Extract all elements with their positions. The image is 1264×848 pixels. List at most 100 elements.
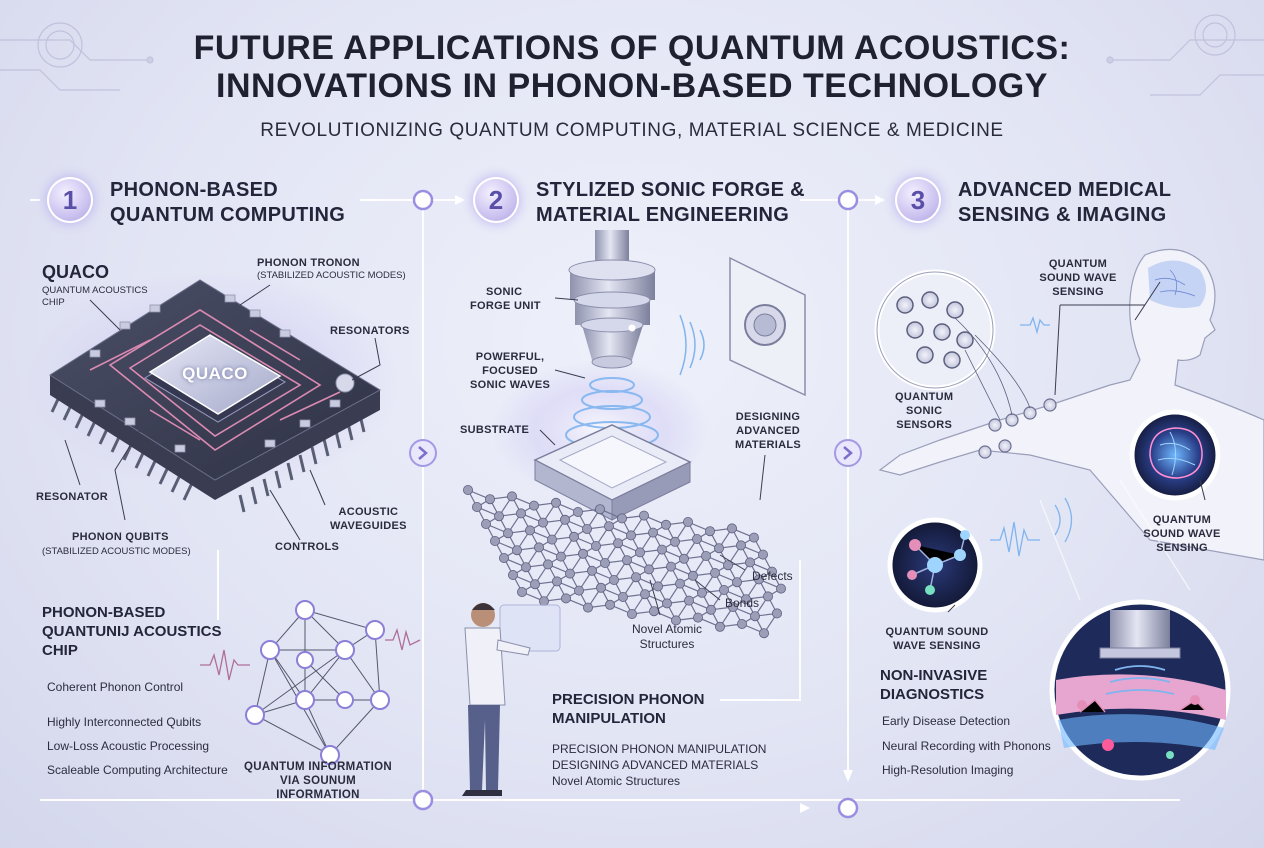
- lattice-atom: [683, 517, 694, 528]
- lattice-atom: [582, 524, 593, 535]
- lattice-atom: [648, 527, 659, 538]
- lattice-atom: [591, 541, 602, 552]
- lattice-atom: [600, 558, 611, 569]
- quaco-sub-line2: CHIP: [42, 297, 65, 308]
- lattice-atom: [596, 582, 607, 593]
- lattice-atom: [493, 511, 504, 522]
- lattice-atom: [539, 596, 550, 607]
- lattice-atom: [498, 553, 509, 564]
- label-acoustic-waveguides: ACOUSTIC WAVEGUIDES: [330, 505, 407, 533]
- lattice-atom: [754, 574, 765, 585]
- lattice-atom: [626, 530, 637, 541]
- flow-nodes: [409, 189, 885, 819]
- lattice-atom: [763, 591, 774, 602]
- lattice-atom: [697, 587, 708, 598]
- label-phonon-qubits-sub: (STABILIZED ACOUSTIC MODES): [42, 546, 191, 557]
- lattice-atom: [525, 525, 536, 536]
- section-1-subheading: PHONON-BASED QUANTUNIJ ACOUSTICS CHIP: [42, 603, 221, 660]
- lattice-atom: [675, 578, 686, 589]
- lattice-atom: [736, 540, 747, 551]
- lattice-atom: [574, 585, 585, 596]
- lattice-atom: [661, 519, 672, 530]
- label-powerful-waves: POWERFUL, FOCUSED SONIC WAVES: [470, 350, 550, 392]
- lattice-atom: [512, 545, 523, 556]
- lattice-atom: [552, 576, 563, 587]
- label-qsws-top-line2: SOUND WAVE: [1039, 272, 1117, 284]
- lattice-atom: [657, 544, 668, 555]
- lattice-atom: [538, 517, 549, 528]
- lattice-atom: [573, 506, 584, 517]
- lattice-atom: [640, 589, 651, 600]
- section-3-bullet: Early Disease Detection: [882, 714, 1011, 728]
- lattice-atom: [595, 504, 606, 515]
- label-bonds: Bonds: [725, 596, 760, 610]
- lattice-atom: [653, 581, 664, 592]
- label-quantum-sonic-sensors: QUANTUM SONIC SENSORS: [895, 390, 953, 432]
- lattice-atom: [605, 599, 616, 610]
- lattice-atom: [679, 553, 690, 564]
- sonic-forge-illustration: [490, 230, 806, 521]
- lattice-atom: [723, 560, 734, 571]
- label-phonon-tronon-sub: (STABILIZED ACOUSTIC MODES): [257, 270, 406, 281]
- label-powerful-line3: SONIC WAVES: [470, 379, 551, 391]
- lattice-atom: [502, 528, 513, 539]
- section-3-subheading: NON-INVASIVE DIAGNOSTICS: [880, 666, 987, 704]
- lattice-atom: [737, 619, 748, 630]
- arm-sensors: [978, 398, 1057, 459]
- section-1-heading-line1: PHONON-BASED: [110, 179, 279, 201]
- forge-leader-lines: [539, 297, 766, 616]
- label-resonator: RESONATOR: [36, 491, 108, 503]
- lattice-atom: [604, 521, 615, 532]
- label-qsws-bottom-line1: QUANTUM SOUND: [885, 626, 989, 638]
- label-substrate: SUBSTRATE: [460, 424, 530, 436]
- section-2-subheading: PRECISION PHONON MANIPULATION: [552, 690, 705, 728]
- sound-wave-decor: [990, 316, 1073, 557]
- lattice-atom: [714, 543, 725, 554]
- lattice-atom: [741, 594, 752, 605]
- lattice-atom: [480, 519, 491, 530]
- lattice-atom: [728, 602, 739, 613]
- lattice-atom: [772, 608, 783, 619]
- label-designing-line3: MATERIALS: [735, 439, 802, 451]
- lattice-atom: [688, 570, 699, 581]
- lattice-atom: [692, 534, 703, 545]
- label-phonon-tronon: PHONON TRONON: [257, 257, 360, 269]
- lattice-atom: [617, 513, 628, 524]
- lattice-atom: [715, 621, 726, 632]
- lattice-atom: [489, 536, 500, 547]
- lattice-atom: [671, 615, 682, 626]
- lattice-atom: [516, 508, 527, 519]
- chip-leader-lines: [64, 284, 381, 541]
- label-acoustic-line2: WAVEGUIDES: [330, 520, 407, 532]
- molecule-sensing-circle: [887, 517, 983, 613]
- section-3-subhead-line1: NON-INVASIVE: [880, 667, 988, 684]
- lattice-atom: [484, 494, 495, 505]
- network-caption-line2: VIA SOUNUM INFORMATION: [276, 775, 360, 801]
- lattice-atom: [776, 583, 787, 594]
- lattice-atom: [565, 568, 576, 579]
- section-3-heading-line1: ADVANCED MEDICAL: [958, 179, 1172, 201]
- quaco-subtitle: QUANTUM ACOUSTICS CHIP: [42, 285, 148, 309]
- label-defects: Defects: [752, 569, 793, 583]
- label-qsws-right: QUANTUM SOUND WAVE SENSING: [1137, 513, 1227, 555]
- lattice-atom: [644, 564, 655, 575]
- lattice-atom: [670, 536, 681, 547]
- lattice-atom: [719, 585, 730, 596]
- label-phonon-qubits: PHONON QUBITS: [72, 531, 169, 543]
- atomic-lattice-atoms: [462, 484, 787, 639]
- label-designing-line1: DESIGNING: [735, 411, 801, 423]
- lattice-atom: [517, 587, 528, 598]
- page-title-line1: FUTURE APPLICATIONS OF QUANTUM ACOUSTICS…: [193, 29, 1071, 67]
- lattice-atom: [583, 602, 594, 613]
- label-designing-line2: ADVANCED: [736, 425, 800, 437]
- lattice-atom: [759, 628, 770, 639]
- label-qsws-right-line1: QUANTUM: [1152, 514, 1212, 526]
- lattice-atom: [551, 497, 562, 508]
- lattice-atom: [693, 612, 704, 623]
- lattice-atom: [758, 549, 769, 560]
- section-3-number: 3: [895, 177, 941, 223]
- sensor-zoom-circle: [874, 269, 1031, 421]
- label-novel-line1: Novel Atomic: [632, 622, 703, 636]
- lattice-atom: [710, 568, 721, 579]
